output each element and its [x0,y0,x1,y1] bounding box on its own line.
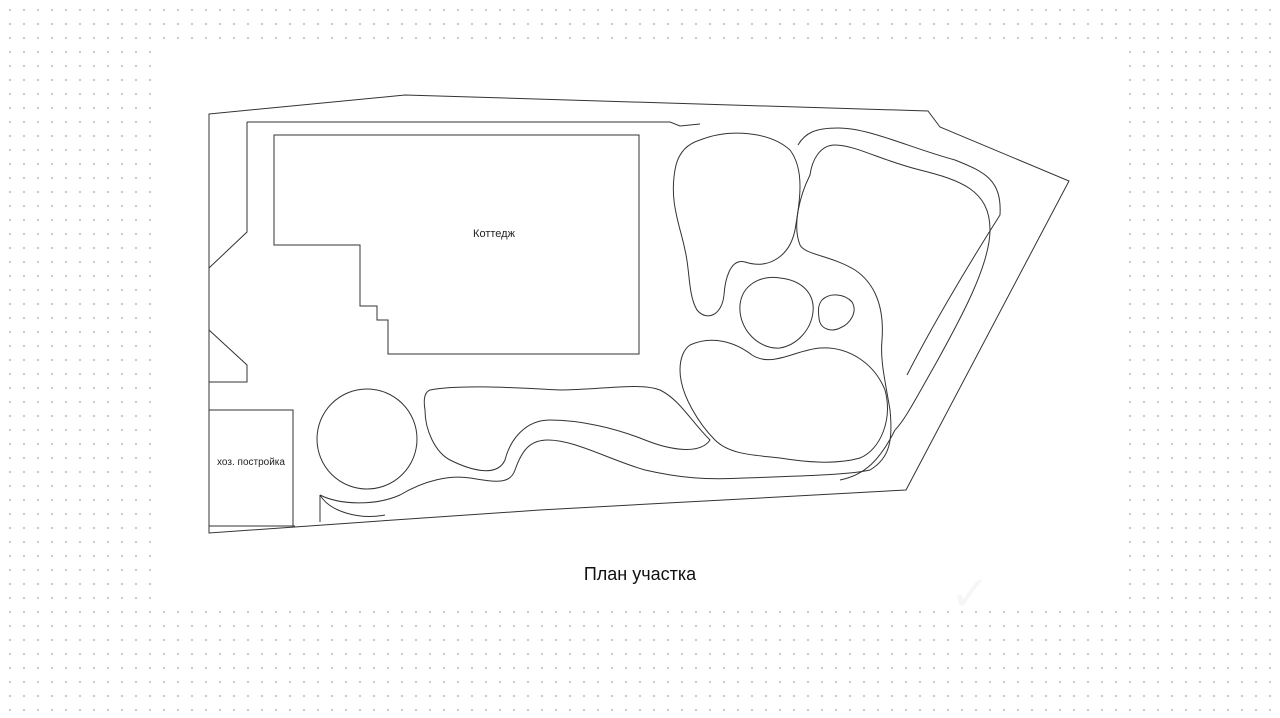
plot-boundary [208,94,1070,534]
round-flowerbed [316,388,418,490]
outbuilding-label: хоз. постройка [217,457,285,468]
outbuilding-shape [208,409,294,527]
flowerbed-large-bottom [679,339,888,463]
garden-path-outer [319,127,1001,517]
cottage-shape [273,134,640,355]
cottage-label: Коттедж [473,228,515,240]
flowerbed-large-top [672,132,801,317]
flowerbed-small [817,294,855,331]
watermark-logo: ✓ [950,568,990,621]
inner-fence [208,121,701,527]
svg-text:✓: ✓ [950,568,990,621]
flowerbed-middle [739,276,814,349]
plan-caption: План участка [583,564,697,584]
plan-panel [152,48,1128,608]
flowerbed-left-arc [423,385,711,472]
garden-path [319,144,991,504]
